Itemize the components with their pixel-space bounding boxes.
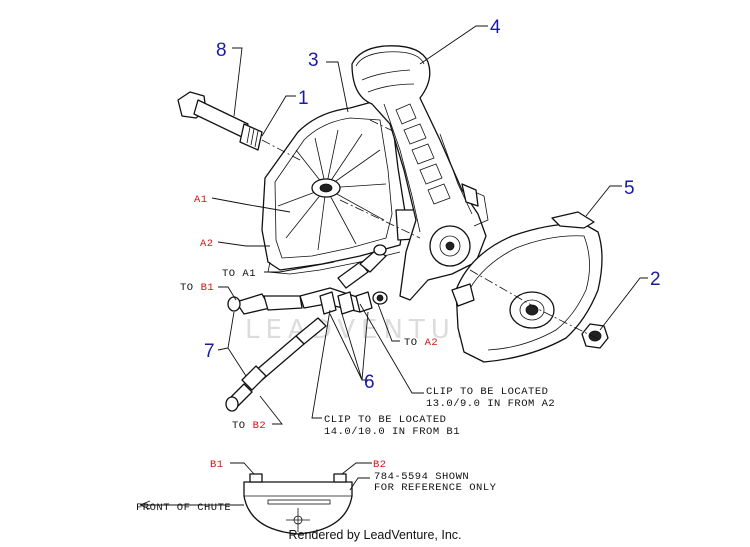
to-a1-label: TO A1 xyxy=(222,268,256,280)
callout-3: 3 xyxy=(308,50,319,71)
clip-b1-note-line1: CLIP TO BE LOCATED xyxy=(324,414,446,426)
ref-b2-bottom: B2 xyxy=(373,459,387,471)
callout-4: 4 xyxy=(490,17,501,38)
shown-note-line1: 784-5594 SHOWN xyxy=(374,471,469,483)
deflector-handle xyxy=(351,45,489,301)
shoulder-bolt xyxy=(177,91,263,151)
shown-note-line2: FOR REFERENCE ONLY xyxy=(374,482,497,494)
hex-nut xyxy=(581,323,609,349)
ref-a1: A1 xyxy=(194,194,208,206)
clip-b1-note-line2: 14.0/10.0 IN FROM B1 xyxy=(324,426,460,438)
watermark-text: LEADVENTURE xyxy=(245,315,502,345)
ref-b1-bottom: B1 xyxy=(210,459,224,471)
leader-lines xyxy=(139,25,648,510)
callout-2: 2 xyxy=(650,269,661,290)
clip-a2-note-line1: CLIP TO BE LOCATED xyxy=(426,386,548,398)
ref-a2: A2 xyxy=(200,238,214,250)
render-credit: Rendered by LeadVenture, Inc. xyxy=(288,528,462,542)
clip-a2-note-line2: 13.0/9.0 IN FROM A2 xyxy=(426,398,555,410)
front-of-chute-label: FRONT OF CHUTE xyxy=(136,502,231,514)
cable-assembly xyxy=(225,244,388,412)
callout-6: 6 xyxy=(364,372,375,393)
reference-chute-view xyxy=(243,473,353,535)
callout-5: 5 xyxy=(624,178,635,199)
callout-7: 7 xyxy=(204,341,215,362)
callout-1: 1 xyxy=(298,88,309,109)
callout-8: 8 xyxy=(216,40,227,61)
gear-cover xyxy=(451,211,603,363)
